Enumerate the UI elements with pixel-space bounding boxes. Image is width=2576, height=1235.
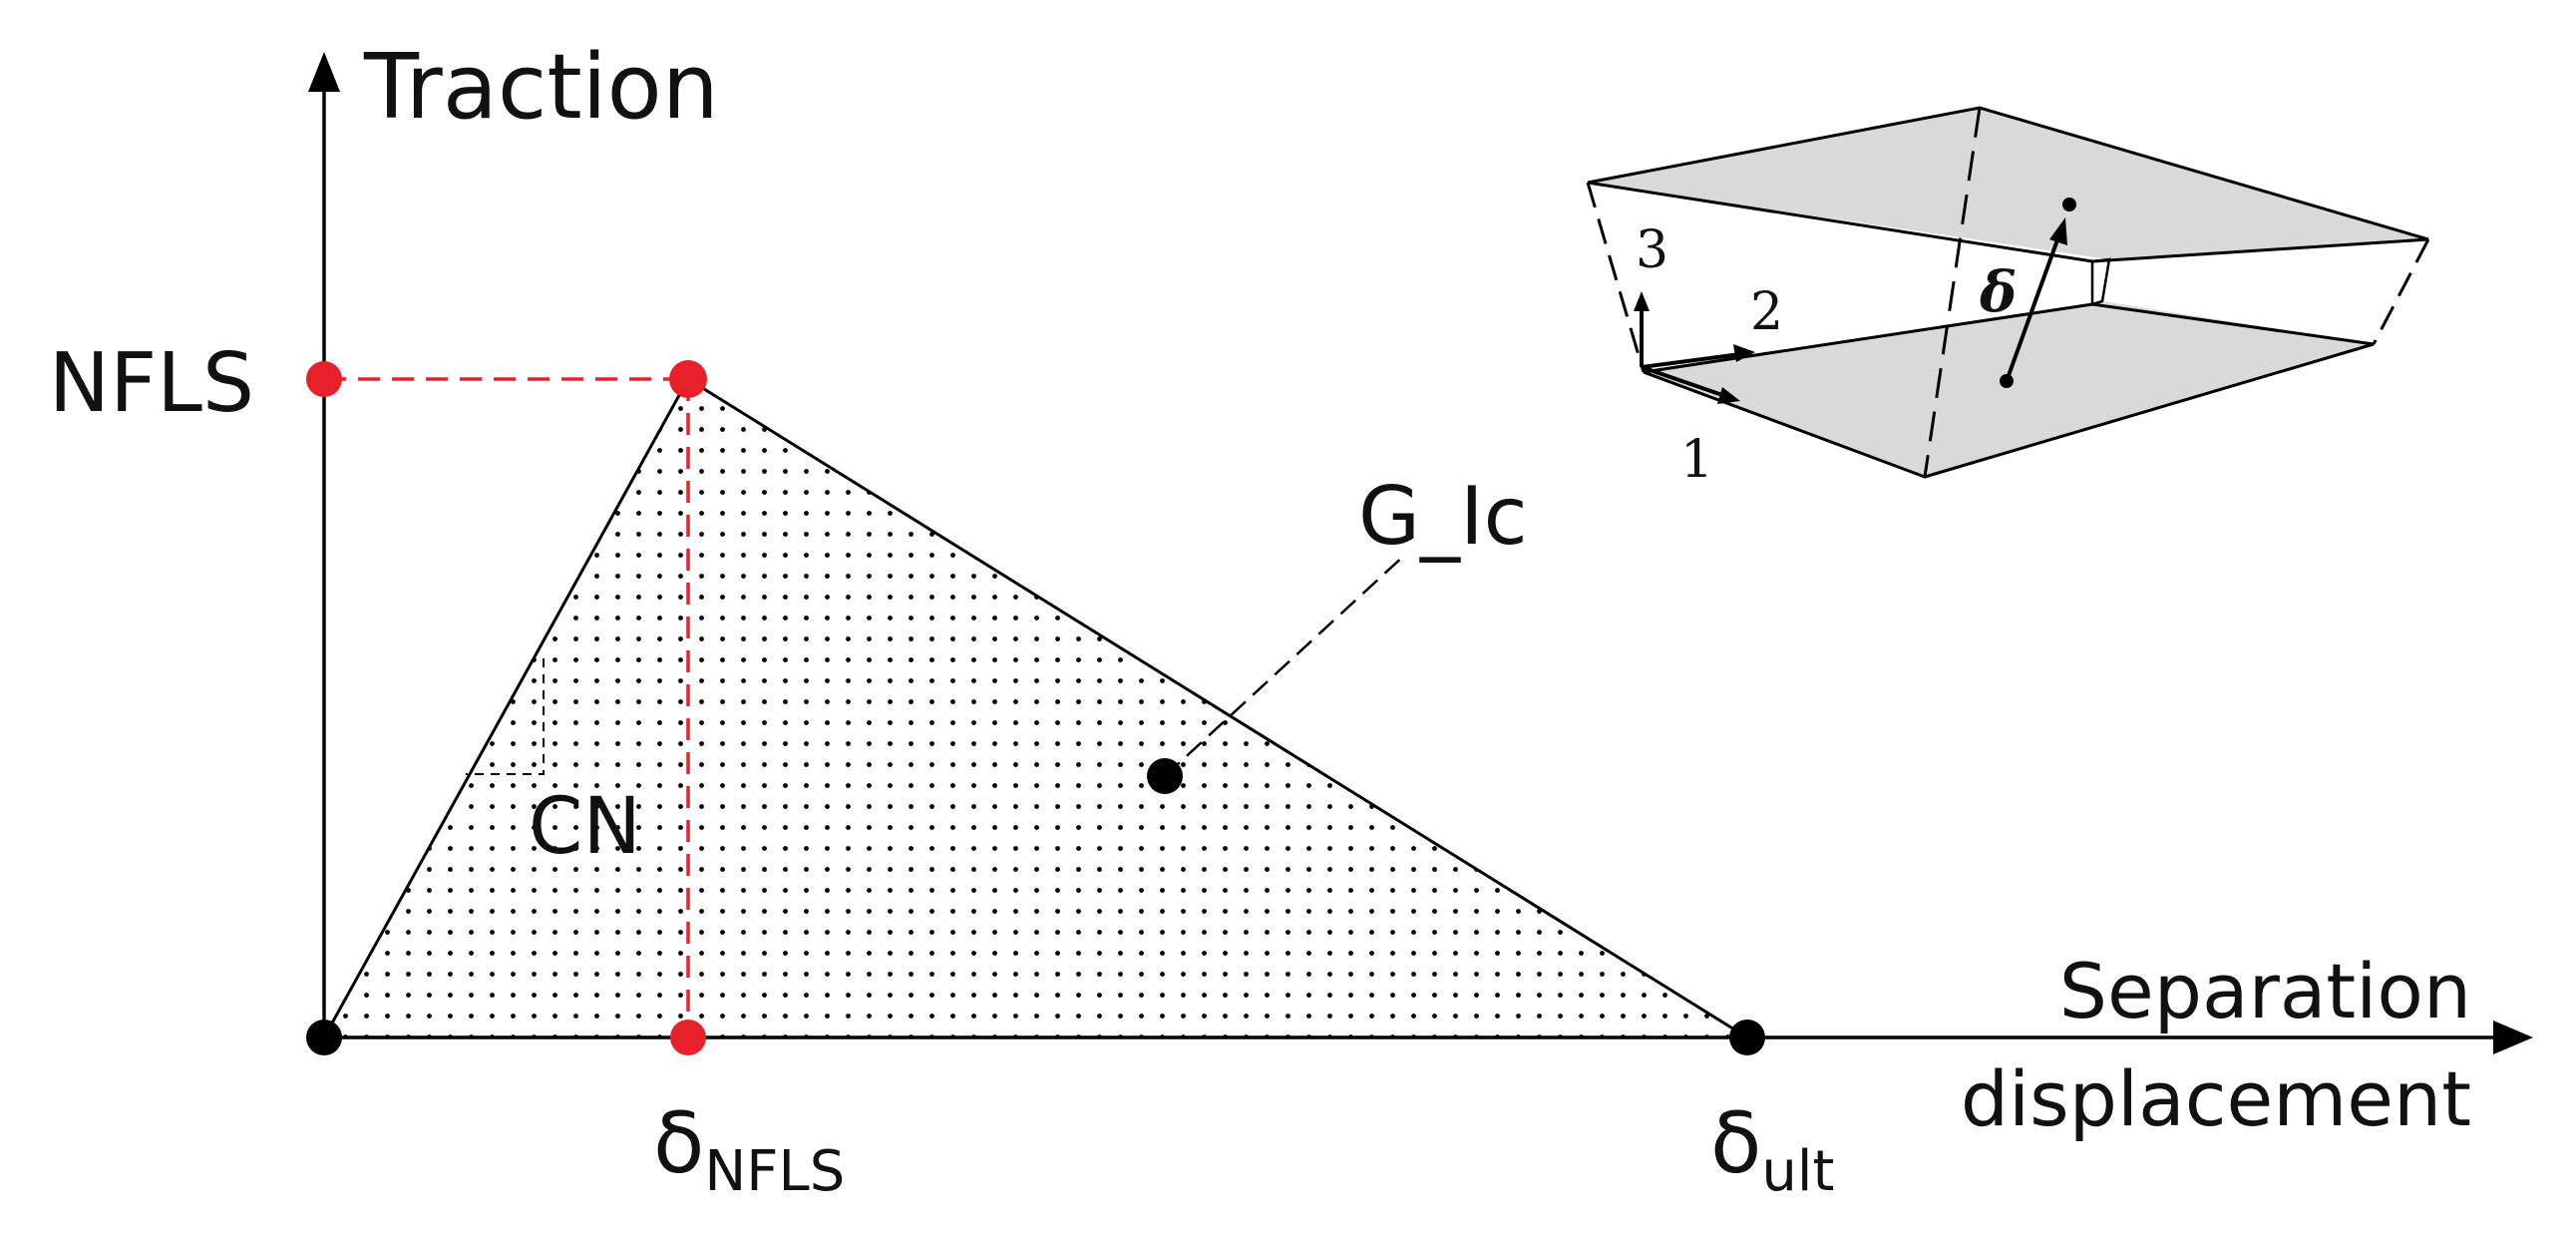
peak-y-point: [306, 361, 342, 397]
y-axis-label: Traction: [363, 35, 719, 140]
y-axis-arrow: [308, 52, 340, 92]
inset-dashed-middle: [1923, 107, 1982, 478]
inset-axis-1: [1641, 365, 1726, 398]
x-axis-label-line1: Separation: [2059, 947, 2471, 1035]
inset-axis-1-label: 1: [1680, 430, 1713, 490]
delta-nfls-label: δNFLS: [653, 1094, 845, 1204]
inset-dashed-left: [1586, 182, 1646, 373]
energy-area: [324, 379, 1747, 1037]
inset-axis-2-arrow: [1733, 344, 1755, 362]
delta-ult-label: δult: [1710, 1094, 1834, 1204]
inset-top-face: [1588, 108, 2428, 259]
inset-delta-vector: [2005, 233, 2061, 382]
energy-point: [1147, 758, 1183, 794]
x-axis-arrow: [2493, 1021, 2533, 1054]
inset-top-point: [2062, 198, 2076, 211]
inset-delta-arrow: [2049, 217, 2067, 245]
peak-label: NFLS: [49, 336, 254, 431]
inset-axis-3-label: 3: [1636, 220, 1668, 280]
peak-x-point: [670, 1020, 706, 1055]
energy-label: G_Ic: [1358, 470, 1528, 563]
inset-dashed-right: [2372, 238, 2430, 345]
energy-leader-line: [1164, 553, 1407, 777]
inset-axis-2-label: 2: [1750, 282, 1783, 342]
origin-point: [306, 1020, 342, 1055]
inset-axis-1-arrow: [1717, 387, 1740, 404]
x-axis-label-line2: displacement: [1961, 1054, 2471, 1143]
inset-axis-2: [1641, 352, 1741, 369]
inset-gap: [2090, 257, 2111, 306]
inset-outline-top-inner: [1587, 181, 2429, 263]
inset-outline-bottom-inner: [1643, 302, 2375, 374]
peak-point: [669, 360, 707, 398]
inset-axis-3-arrow: [1634, 291, 1650, 311]
cohesive-element-inset: 3 2 1 δ: [1586, 106, 2430, 490]
inset-delta-label: δ: [1979, 259, 2017, 325]
stiffness-label: CN: [529, 782, 641, 872]
stiffness-slope-marker: [466, 658, 545, 775]
ultimate-point: [1729, 1020, 1765, 1055]
